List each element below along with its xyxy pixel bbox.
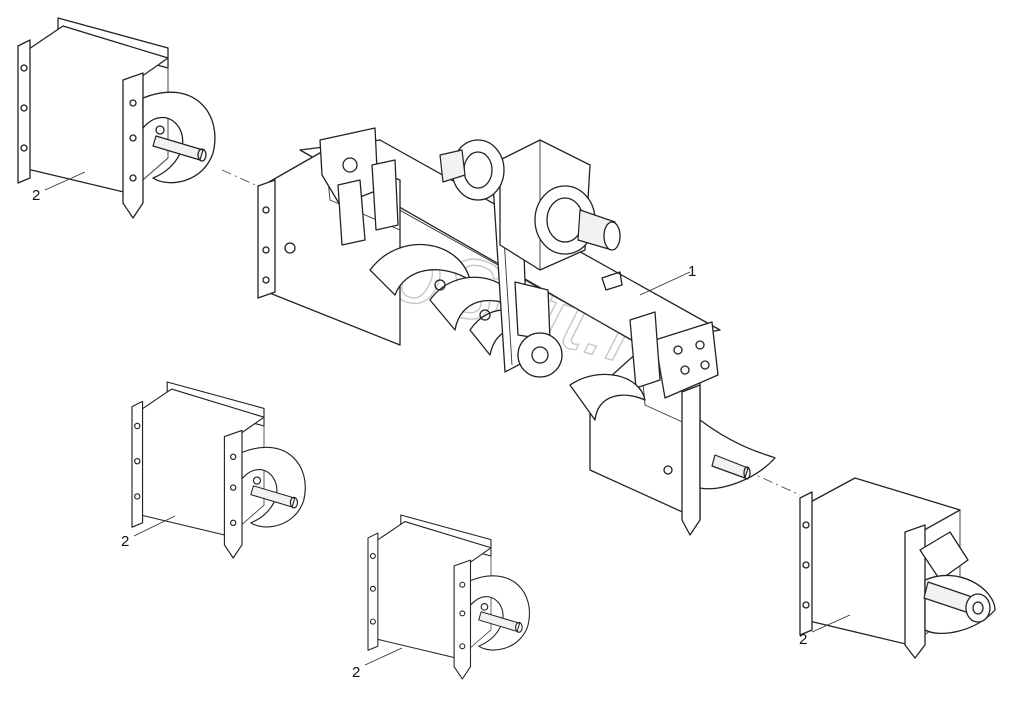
callout-label-2a: 2 [32,187,40,204]
axis-line-top [221,169,263,189]
main-assembly [257,127,776,536]
callout-2-bottom-right: 2 [799,614,851,648]
callout-label-2d: 2 [799,631,807,648]
auger-section-mid-left [131,381,306,559]
callout-1: 1 [639,263,696,296]
callout-2-bottom-center: 2 [352,647,403,681]
auger-section-bottom-center [367,514,531,680]
callout-2-top-left: 2 [32,171,86,204]
callout-2-mid-left: 2 [121,515,176,550]
callout-label-2c: 2 [352,664,360,681]
auger-section-bottom-right [799,477,996,659]
callout-label-2b: 2 [121,533,129,550]
auger-section-top-left [17,17,216,219]
callout-label-1: 1 [688,263,696,280]
